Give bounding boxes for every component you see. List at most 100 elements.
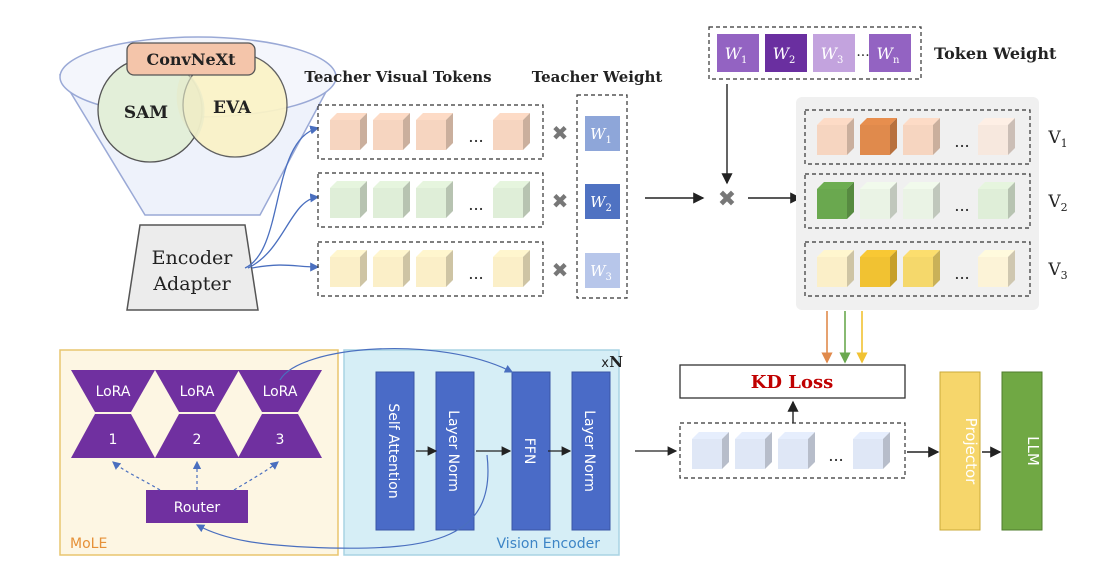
v-label-1: V1: [1047, 128, 1067, 150]
lora-expert-2: LoRA 2: [155, 370, 239, 458]
vision-encoder-label: Vision Encoder: [497, 536, 601, 552]
teacher-weight-label-1: W1: [590, 125, 612, 146]
teacher-weight-label-3: W3: [590, 262, 612, 283]
encoder-funnel: SAM EVA ConvNeXt: [58, 36, 337, 216]
token-weight-ellipsis: ···: [856, 48, 869, 64]
lora-number-1: 1: [109, 432, 118, 448]
distilled-token-1-4: [978, 118, 1015, 155]
distilled-token-1-2: [860, 118, 897, 155]
distilled-token-3-4: [978, 250, 1015, 287]
encoder-to-router-connector: [195, 454, 489, 549]
eva-label: EVA: [213, 98, 252, 118]
ellipsis: ...: [468, 127, 483, 146]
ellipsis: ...: [468, 264, 483, 283]
teacher-weight-box-1: [585, 116, 620, 151]
teacher-tokens-title: Teacher Visual Tokens: [304, 68, 491, 86]
teacher-token-1-1: [330, 113, 367, 150]
mole-label: MoLE: [70, 536, 107, 552]
token-weight-box-4: [869, 34, 911, 72]
ve-block-rect: [511, 371, 551, 531]
teacher-token-3-2: [373, 250, 410, 287]
teacher-token-rows: .........: [317, 104, 544, 297]
teacher-token-row-3: ...: [317, 241, 544, 297]
convnext-box: [126, 42, 256, 76]
encoder-adapter-line2: Adapter: [152, 273, 231, 295]
teacher-weight-box-2: [585, 184, 620, 219]
token-weight-label-2: W2: [773, 44, 796, 66]
ve-block-1: Self Attention: [375, 371, 415, 531]
multiply-icon-2: ✖: [552, 189, 569, 213]
ve-block-4: Layer Norm: [571, 371, 611, 531]
router-box: [146, 490, 248, 523]
teacher-token-1-4: [493, 113, 530, 150]
token-weight-label-4: Wn: [877, 44, 900, 66]
teacher-token-3-4: [493, 250, 530, 287]
teacher-weight-label-2: W2: [590, 193, 612, 214]
teacher-token-2-2: [373, 181, 410, 218]
distilled-token-2-1: [817, 182, 854, 219]
repeat-x: x: [601, 356, 609, 371]
teacher-token-3-3: [416, 250, 453, 287]
ve-block-label-4: Layer Norm: [581, 410, 597, 492]
distilled-row-2: ...: [804, 173, 1031, 229]
encoder-adapter-line1: Encoder: [152, 247, 234, 269]
lora-number-3: 3: [276, 432, 285, 448]
ve-block-label-3: FFN: [521, 438, 537, 465]
distilled-token-2-4: [978, 182, 1015, 219]
teacher-row-frame: [317, 104, 544, 160]
teacher-token-1-3: [416, 113, 453, 150]
ve-block-rect: [571, 371, 611, 531]
teacher-token-row-1: ...: [317, 104, 544, 160]
lora-to-ffn-connector: [279, 348, 514, 381]
token-weight-box-2: [765, 34, 807, 72]
lora-top-shape: [238, 370, 322, 412]
ellipsis: ...: [828, 446, 843, 465]
distilled-token-3-1: [817, 250, 854, 287]
distilled-token-1-1: [817, 118, 854, 155]
ve-block-label-1: Self Attention: [385, 403, 401, 498]
distilled-row-3: ...: [804, 241, 1031, 297]
lora-bottom-shape: [155, 414, 239, 458]
student-token-row: ...: [679, 422, 906, 479]
ellipsis: ...: [468, 195, 483, 214]
teacher-token-row-2: ...: [317, 172, 544, 228]
token-weight-box-3: [813, 34, 855, 72]
router-connectors: [112, 460, 279, 491]
projector-label: Projector: [962, 418, 980, 485]
distilled-row-1: ...: [804, 109, 1031, 165]
distilled-token-3-3: [903, 250, 940, 287]
lora-bottom-shape: [238, 414, 322, 458]
v-label-2: V2: [1047, 192, 1067, 214]
distilled-row-frame: [804, 109, 1031, 165]
teacher-weight-box-3: [585, 253, 620, 288]
ellipsis: ...: [954, 132, 969, 151]
teacher-row-frame: [317, 241, 544, 297]
lora-label-2: LoRA: [180, 384, 215, 400]
multiply-icon-1: ✖: [552, 121, 569, 145]
teacher-weight-column: [576, 94, 628, 299]
ve-block-3: FFN: [511, 371, 551, 531]
ellipsis: ...: [954, 196, 969, 215]
lora-top-shape: [155, 370, 239, 412]
distilled-token-rows: .........: [804, 109, 1031, 297]
teacher-token-2-3: [416, 181, 453, 218]
lora-top-shape: [71, 370, 155, 412]
token-weight-label-3: W3: [821, 44, 844, 66]
sam-label: SAM: [124, 103, 168, 123]
teacher-token-2-4: [493, 181, 530, 218]
student-token-1: [692, 432, 729, 469]
lora-bottom-shape: [71, 414, 155, 458]
lora-number-2: 2: [193, 432, 202, 448]
llm-label: LLM: [1024, 436, 1042, 466]
token-weight-title: Token Weight: [934, 44, 1057, 63]
teacher-weight-title: Teacher Weight: [532, 68, 663, 86]
router-label: Router: [174, 500, 221, 516]
distilled-token-2-2: [860, 182, 897, 219]
